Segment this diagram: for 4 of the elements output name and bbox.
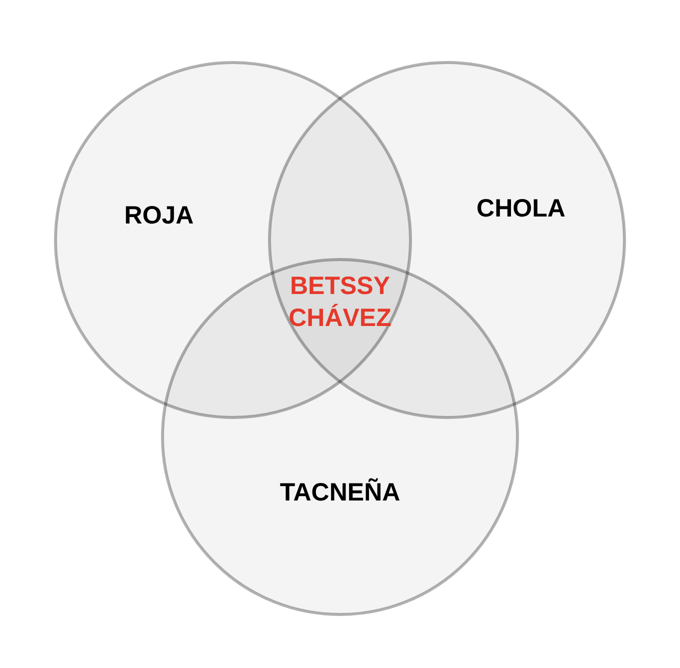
set-label: ROJA <box>124 204 194 228</box>
intersection-label: BETSSY CHÁVEZ <box>288 271 392 334</box>
set-label: TACNEÑA <box>280 480 400 506</box>
set-label: CHOLA <box>476 196 566 222</box>
